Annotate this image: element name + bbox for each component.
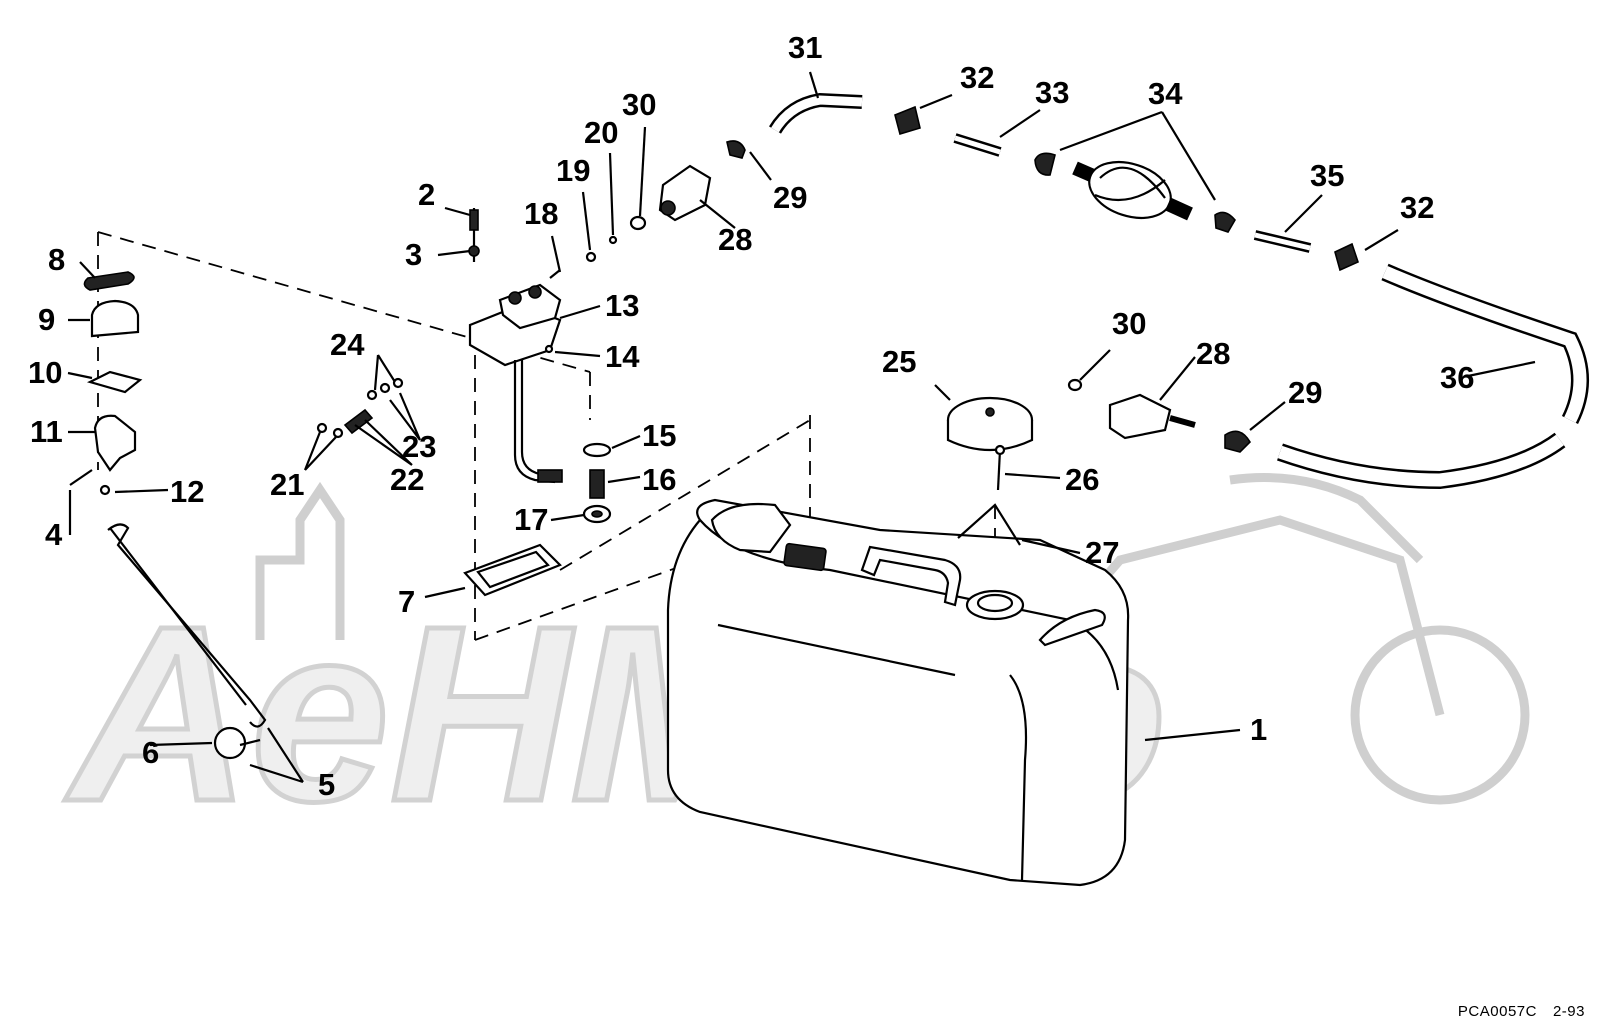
callout-18: 18 — [524, 196, 558, 231]
callout-21: 21 — [270, 467, 304, 502]
callout-34: 34 — [1148, 76, 1183, 111]
callout-27: 27 — [1085, 535, 1119, 570]
screw-2-3 — [468, 208, 480, 262]
callout-7: 7 — [398, 584, 415, 619]
callout-36: 36 — [1440, 360, 1474, 395]
callout-32-upper: 32 — [960, 60, 994, 95]
callout-19: 19 — [556, 153, 590, 188]
callout-30-lower: 30 — [1112, 306, 1146, 341]
figure-code-date: 2-93 — [1552, 1003, 1585, 1020]
watermark-skyline-icon — [255, 481, 345, 640]
figure-code-id: PCA0057C — [1457, 1003, 1537, 1020]
callout-3: 3 — [405, 237, 422, 272]
callout-29-upper: 29 — [773, 180, 807, 215]
callout-11: 11 — [30, 414, 63, 449]
callout-29-lower: 29 — [1288, 375, 1322, 410]
callout-4: 4 — [45, 517, 63, 552]
callout-24: 24 — [330, 327, 365, 362]
sender-unit — [463, 269, 612, 597]
callout-30-upper: 30 — [622, 87, 656, 122]
callout-33: 33 — [1035, 75, 1069, 110]
callout-13: 13 — [605, 288, 639, 323]
callout-1: 1 — [1250, 712, 1267, 747]
callout-22: 22 — [390, 462, 424, 497]
callout-16: 16 — [642, 462, 676, 497]
callout-10: 10 — [28, 355, 62, 390]
callout-2: 2 — [418, 177, 435, 212]
callout-28-upper: 28 — [718, 222, 752, 257]
callout-8: 8 — [48, 242, 65, 277]
callout-32-lower: 32 — [1400, 190, 1434, 225]
fuel-tank — [666, 498, 1130, 887]
callout-35: 35 — [1310, 158, 1344, 193]
callout-5: 5 — [318, 767, 335, 802]
callout-23: 23 — [402, 429, 436, 464]
fuel-line-parts — [585, 92, 1589, 546]
callout-25: 25 — [882, 344, 916, 379]
callout-20: 20 — [584, 115, 618, 150]
callout-15: 15 — [642, 418, 676, 453]
leader-lines — [67, 71, 1536, 784]
callout-26: 26 — [1065, 462, 1099, 497]
callout-31: 31 — [788, 30, 822, 65]
callout-17: 17 — [514, 502, 548, 537]
callout-9: 9 — [38, 302, 55, 337]
gauge-parts-left — [69, 271, 267, 760]
callout-14: 14 — [605, 339, 640, 374]
small-parts-21-24 — [316, 377, 404, 439]
callout-labels: 1 2 3 4 5 6 7 8 9 10 11 12 13 14 15 16 1… — [28, 30, 1474, 802]
callout-12: 12 — [170, 474, 204, 509]
callout-28-lower: 28 — [1196, 336, 1230, 371]
figure-code: PCA0057C 2-93 — [1442, 1003, 1585, 1020]
callout-6: 6 — [142, 735, 159, 770]
